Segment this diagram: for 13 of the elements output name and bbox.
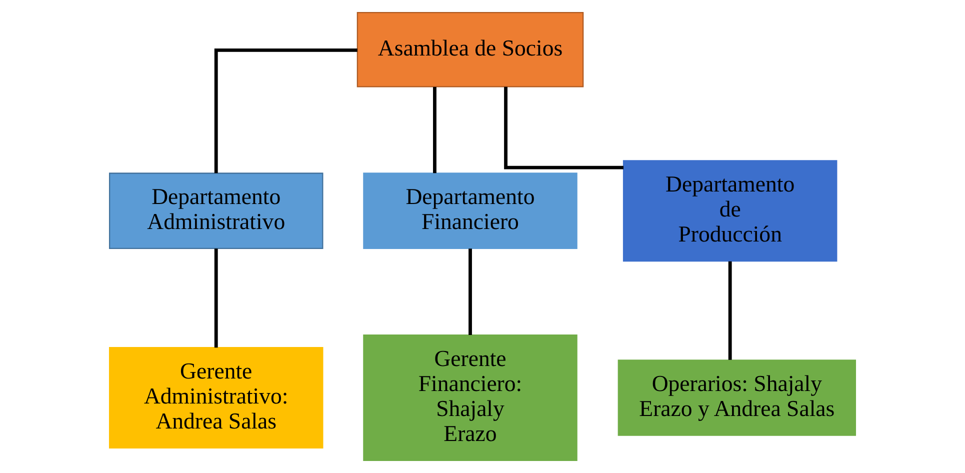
- connector: [728, 261, 732, 360]
- node-box: Asamblea de Socios: [356, 12, 584, 88]
- connector: [433, 87, 436, 174]
- node-box: Departamento de Producción: [622, 160, 838, 262]
- node-box: Departamento Financiero: [363, 172, 578, 250]
- connector: [468, 248, 472, 335]
- connector: [214, 48, 358, 174]
- connector: [214, 248, 218, 348]
- connector: [504, 86, 624, 170]
- node-box: Operarios: Shajaly Erazo y Andrea Salas: [618, 360, 856, 436]
- node-box: Gerente Administrativo: Andrea Salas: [109, 347, 324, 448]
- node-box: Departamento Administrativo: [109, 172, 324, 250]
- node-box: Gerente Financiero: Shajaly Erazo: [363, 334, 578, 461]
